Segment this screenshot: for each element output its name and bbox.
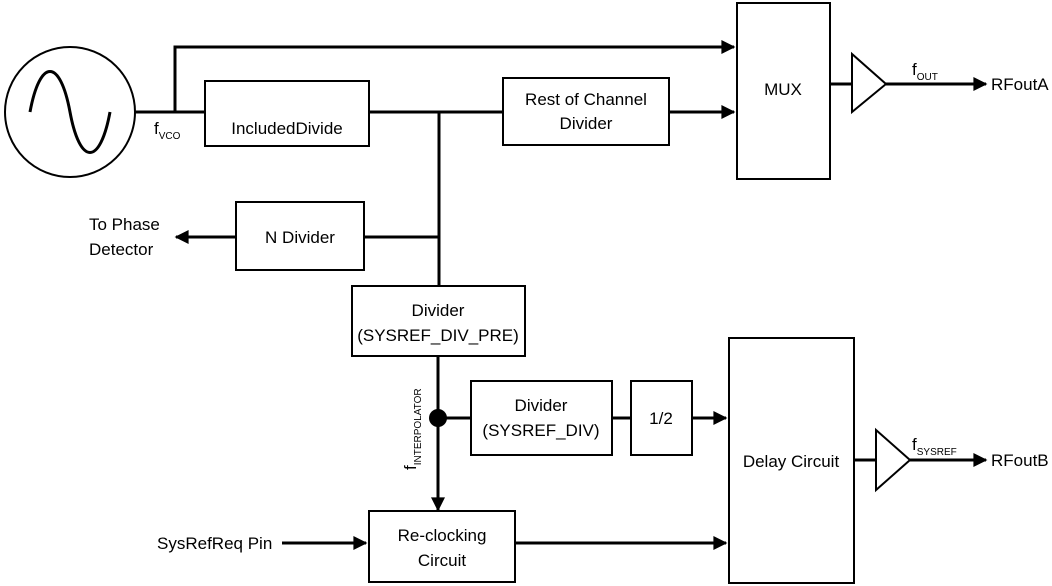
rfoutb-label: RFoutB [991,451,1049,470]
reclocking-label-2: Circuit [418,551,466,570]
to-phase-detector-label-2: Detector [89,240,154,259]
mux-block [736,2,831,180]
sysref-div-pre-block [351,285,526,357]
sysrefreq-pin-label: SysRefReq Pin [157,534,272,553]
half-divider-block [630,380,693,456]
buffer-b-icon [875,427,912,493]
buffer-a-icon [851,51,888,115]
fvco-label: fVCO [154,119,181,142]
reclocking-label-1: Re-clocking [398,526,487,545]
vco-oscillator-icon [4,46,136,178]
delay-circuit-block [728,337,855,584]
sysref-div-label-2: (SYSREF_DIV) [482,421,599,440]
n-divider-label: N Divider [265,228,335,247]
rest-channel-label-2: Divider [560,114,613,133]
sysref-div-label-1: Divider [515,396,568,415]
rest-channel-label-1: Rest of Channel [525,90,647,109]
included-divide-block [204,80,370,147]
fsysref-label: fSYSREF [912,435,957,458]
rest-channel-divider-block [502,77,670,146]
included-divide-label: IncludedDivide [231,119,343,138]
sysref-div-pre-label-2: (SYSREF_DIV_PRE) [357,326,519,345]
n-divider-block [235,201,365,271]
to-phase-detector-label-1: To Phase [89,215,160,234]
junction-node [429,409,447,427]
finterpolator-label: fINTERPOLATOR [401,388,424,470]
sysref-div-block [470,380,613,456]
sysref-div-pre-label-1: Divider [412,301,465,320]
half-divider-label: 1/2 [649,409,673,428]
reclocking-circuit-block [368,510,516,583]
fout-label: fOUT [912,60,938,83]
rfouta-label: RFoutA [991,75,1049,94]
delay-circuit-label: Delay Circuit [743,452,840,471]
mux-label: MUX [764,80,802,99]
wire-vco-to-mux [173,40,736,112]
